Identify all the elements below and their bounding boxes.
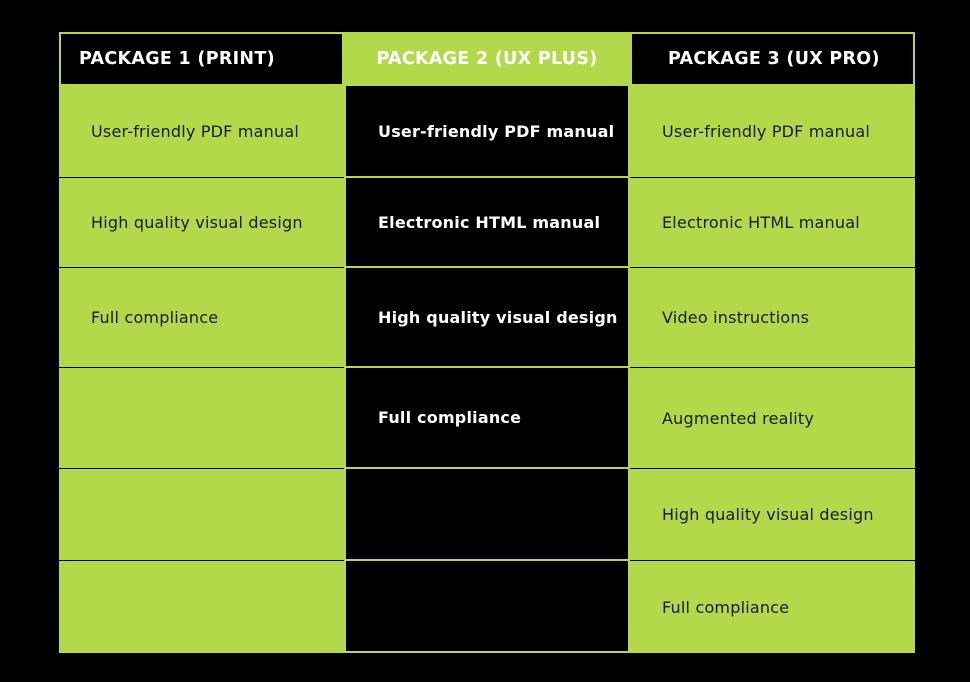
package-1-feature: User-friendly PDF manual [59, 86, 344, 178]
header-package-3: PACKAGE 3 (UX PRO) [630, 32, 915, 86]
header-package-1: PACKAGE 1 (PRINT) [59, 32, 344, 86]
package-2-feature: High quality visual design [344, 268, 630, 368]
package-3-feature: Video instructions [630, 268, 915, 368]
package-2-feature: User-friendly PDF manual [344, 86, 630, 178]
package-3-feature: Electronic HTML manual [630, 178, 915, 268]
package-2-feature [344, 561, 630, 653]
package-2-feature: Full compliance [344, 368, 630, 469]
package-comparison-table: PACKAGE 1 (PRINT) PACKAGE 2 (UX PLUS) PA… [59, 32, 915, 654]
package-1-feature: Full compliance [59, 268, 344, 368]
package-2-feature: Electronic HTML manual [344, 178, 630, 268]
package-3-feature: High quality visual design [630, 469, 915, 561]
package-1-feature [59, 368, 344, 469]
package-1-feature [59, 561, 344, 653]
package-1-feature [59, 469, 344, 561]
package-3-feature: Full compliance [630, 561, 915, 653]
package-3-feature: User-friendly PDF manual [630, 86, 915, 178]
package-2-feature [344, 469, 630, 561]
package-3-feature: Augmented reality [630, 368, 915, 469]
package-1-feature: High quality visual design [59, 178, 344, 268]
header-package-2: PACKAGE 2 (UX PLUS) [344, 32, 630, 86]
